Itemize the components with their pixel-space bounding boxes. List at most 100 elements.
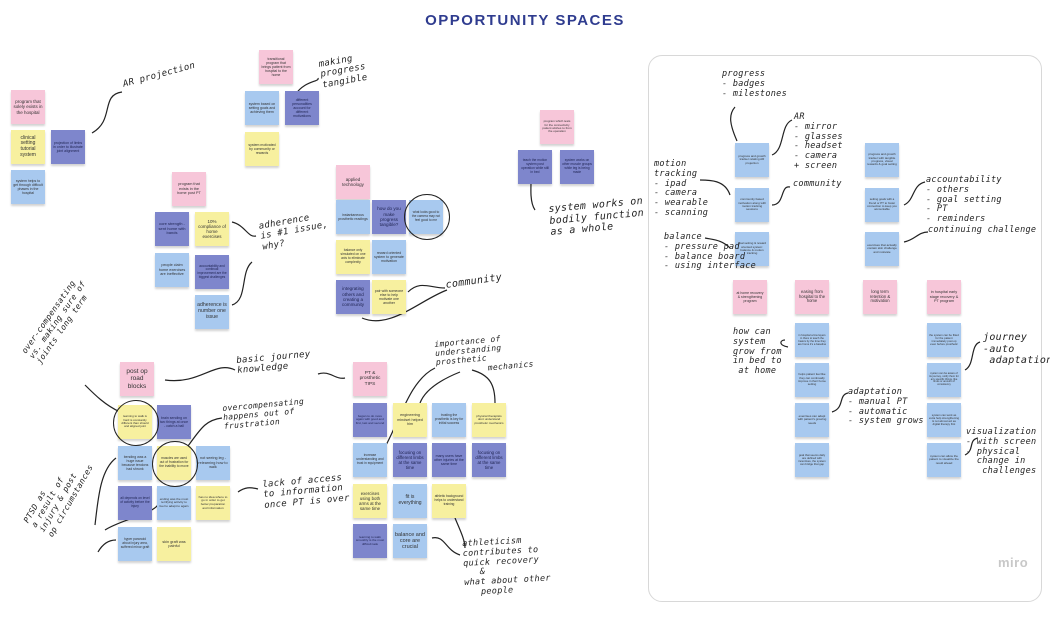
sticky-note-purple[interactable]: learning to walk smoothly is the most di… — [353, 524, 387, 558]
sticky-note-yellow[interactable]: engineering mindset helped him — [393, 403, 427, 437]
handwritten-note[interactable]: AR - mirror - glasses - headset - camera… — [794, 112, 843, 171]
sticky-note-yellow[interactable]: physical therapists dont understand pros… — [472, 403, 506, 437]
sticky-note-pink[interactable]: long term retention & motivation — [863, 280, 897, 314]
sticky-note-pink[interactable]: post op road blocks — [120, 362, 154, 396]
sticky-note-purple[interactable]: began to do more again with good and fir… — [353, 403, 387, 437]
handwritten-note[interactable]: progress - badges - milestones — [722, 69, 788, 99]
sticky-note-blue[interactable]: exercises can adapt with patient's growi… — [795, 403, 829, 437]
sticky-note-pink[interactable]: easing from hospital to the home — [795, 280, 829, 314]
sticky-note-purple[interactable]: all depends on level of activity before … — [118, 486, 152, 520]
sticky-note-purple[interactable]: many users have other injuries at the sa… — [432, 443, 466, 477]
arrow — [164, 367, 236, 382]
sticky-note-yellow[interactable]: athletic background helps to understand … — [432, 484, 466, 518]
sticky-note-blue[interactable]: adherence is number one issue — [195, 295, 229, 329]
sticky-note-yellow[interactable]: clinical setting tutorial system — [11, 130, 45, 164]
sticky-note-blue[interactable]: people claim home exercises are ineffect… — [155, 253, 189, 287]
sticky-note-purple[interactable]: brain sending on two things at once - ca… — [157, 405, 191, 439]
sticky-note-yellow[interactable]: balance only simulated on one axis to el… — [336, 240, 370, 274]
arrow — [431, 537, 461, 556]
frame-panel[interactable] — [648, 55, 1042, 602]
sticky-note-blue[interactable]: system can be aware of its journey, noti… — [927, 363, 961, 397]
sticky-note-yellow[interactable]: pair with someone else to help motivate … — [372, 280, 406, 314]
sticky-note-purple[interactable]: projection of limbs in order to illustra… — [51, 130, 85, 164]
arrow — [964, 437, 979, 456]
board-title: OPPORTUNITY SPACES — [425, 12, 625, 29]
sticky-note-blue[interactable]: not seeing leg - relearning how to walk — [196, 446, 230, 480]
sticky-note-purple[interactable]: system works on other muscle groups whil… — [560, 150, 594, 184]
sticky-note-yellow[interactable]: has no idea where to go in order to get … — [196, 486, 230, 520]
sticky-note-blue[interactable]: system helps to get through difficult ph… — [11, 170, 45, 204]
arrow — [704, 237, 731, 249]
arrow — [407, 284, 446, 293]
sticky-note-blue[interactable]: instantaneous prosthetic readings — [336, 200, 370, 234]
sticky-note-yellow[interactable]: exercises using both arms at the same ti… — [353, 484, 387, 518]
sticky-note-blue[interactable]: system based on setting goals and achiev… — [245, 91, 279, 125]
arrow — [84, 384, 121, 413]
sticky-note-purple[interactable]: teach the motion system post operation w… — [518, 150, 552, 184]
highlight-circle — [152, 441, 198, 487]
sticky-note-blue[interactable]: community based motivation along with mo… — [735, 188, 769, 222]
sticky-note-blue[interactable]: system can work as extra help strengthen… — [927, 403, 961, 437]
sticky-note-blue[interactable]: hyper paranoid about injury area, suffer… — [118, 527, 152, 561]
sticky-note-pink[interactable]: PT & prosthetic TIPS — [353, 362, 387, 396]
handwritten-note[interactable]: community — [793, 179, 842, 189]
arrow — [454, 517, 466, 549]
sticky-note-blue[interactable]: the system can be fitted for the patient… — [927, 323, 961, 357]
handwritten-note[interactable]: journey -auto adaptation — [983, 332, 1050, 366]
arrow — [419, 371, 461, 404]
sticky-note-purple[interactable]: focusing on different limbs at the same … — [393, 443, 427, 477]
sticky-note-pink[interactable]: program that exists in the home post PT — [172, 172, 206, 206]
handwritten-note[interactable]: continuing challenge — [928, 225, 1037, 235]
sticky-note-blue[interactable]: ending was the most terrifying activity … — [157, 486, 191, 520]
arrow — [237, 487, 259, 493]
sticky-note-pink[interactable]: transitional program that brings patient… — [259, 50, 293, 84]
sticky-note-blue[interactable]: exercises that actually contain skin cha… — [865, 232, 899, 266]
arrow — [903, 231, 929, 243]
sticky-note-purple[interactable]: focusing on different limbs at the same … — [472, 443, 506, 477]
sticky-note-yellow[interactable]: system motivated by community or rewards — [245, 132, 279, 166]
handwritten-note[interactable]: accountability - others - goal setting -… — [926, 175, 1002, 225]
arrow — [699, 179, 731, 196]
handwritten-note[interactable]: how can system grow from in bed to at ho… — [733, 327, 782, 377]
sticky-note-pink[interactable]: program that solely exists in the hospit… — [11, 90, 45, 124]
arrow — [317, 372, 346, 379]
sticky-note-purple[interactable]: core strength - sent home with bands — [155, 212, 189, 246]
handwritten-note[interactable]: athleticism contributes to quick recover… — [461, 535, 552, 598]
sticky-note-pink[interactable]: program which tests for the connectivity… — [540, 110, 574, 144]
highlight-circle — [404, 194, 450, 240]
arrow — [231, 261, 253, 306]
handwritten-note[interactable]: visualization - with screen - physical c… — [966, 427, 1037, 477]
sticky-note-blue[interactable]: in hospital a few layers in there to tea… — [795, 323, 829, 357]
sticky-note-blue[interactable]: progress and growth tracker relating AR … — [735, 143, 769, 177]
sticky-note-blue[interactable]: goal that seems daily are defined with i… — [795, 443, 829, 477]
sticky-note-purple[interactable]: accountability and continual improvement… — [195, 255, 229, 289]
sticky-note-pink[interactable]: applied technology — [336, 165, 370, 199]
sticky-note-pink[interactable]: at home recovery & strengthening program — [733, 280, 767, 314]
sticky-note-purple[interactable]: different personalities account for diff… — [285, 91, 319, 125]
sticky-note-purple[interactable]: integrating others and creating a commun… — [336, 280, 370, 314]
sticky-note-blue[interactable]: progress and growth tracker with tangibl… — [865, 143, 899, 177]
sticky-note-blue[interactable]: reward oriented system to generate motiv… — [372, 240, 406, 274]
arrow — [771, 119, 793, 156]
sticky-note-blue[interactable]: system can allow the patient to visualiz… — [927, 443, 961, 477]
sticky-note-blue[interactable]: helps patient feel like they can continu… — [795, 363, 829, 397]
sticky-note-blue[interactable]: setting goals with a friend or PT to fos… — [865, 188, 899, 222]
sticky-note-blue[interactable]: increase understanding and trust in equi… — [353, 443, 387, 477]
sticky-note-blue[interactable]: trusting the prosthetic is key for initi… — [432, 403, 466, 437]
arrow — [771, 186, 791, 206]
handwritten-note[interactable]: motion tracking - ipad - camera - wearab… — [654, 159, 709, 218]
sticky-note-blue[interactable]: bending was a huge issue because tendons… — [118, 446, 152, 480]
sticky-note-blue[interactable]: balance and core are crucial — [393, 524, 427, 558]
sticky-note-yellow[interactable]: skin graft was painful — [157, 527, 191, 561]
handwritten-note[interactable]: adaptation - manual PT - automatic - sys… — [848, 387, 924, 427]
arrow — [903, 181, 926, 206]
arrow — [384, 367, 436, 448]
sticky-note-blue[interactable]: fit is everything — [393, 484, 427, 518]
sticky-note-blue[interactable]: goal setting & reward oriented system: b… — [735, 232, 769, 266]
sticky-note-pink[interactable]: in hospital early stage recovery & PT pr… — [927, 280, 961, 314]
arrow — [91, 91, 123, 134]
sticky-note-yellow[interactable]: 10% compliance of home exercises — [195, 212, 229, 246]
sticky-note-purple[interactable]: how do you make progress tangible? — [372, 200, 406, 234]
handwritten-note[interactable]: balance - pressure pad - balance board -… — [664, 232, 757, 272]
